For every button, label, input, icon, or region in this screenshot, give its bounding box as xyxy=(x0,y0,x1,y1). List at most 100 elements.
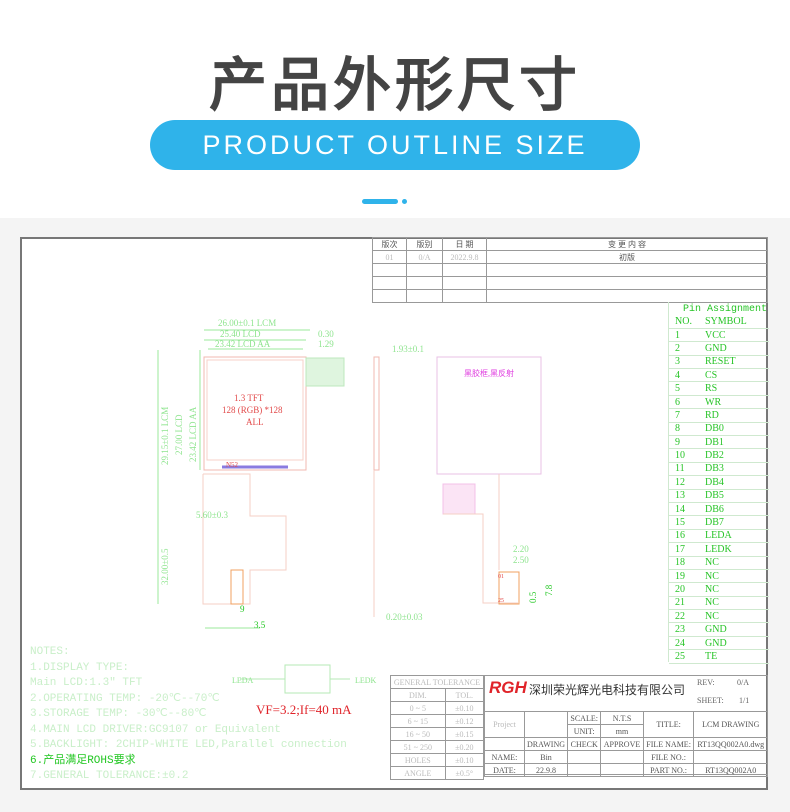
subtitle-banner: PRODUCT OUTLINE SIZE xyxy=(150,120,640,170)
pin-symbol: GND xyxy=(699,622,769,637)
pin-symbol: GND xyxy=(699,636,769,651)
pin-number: 17 xyxy=(669,542,699,557)
tol-cell: 16 ~ 50 xyxy=(390,727,446,741)
page-title: 产品外形尺寸 xyxy=(208,51,581,119)
unit-value: mm xyxy=(600,724,644,738)
pin-number: 2 xyxy=(669,341,699,356)
pin-number: 23 xyxy=(669,622,699,637)
scale-value: N.T.S xyxy=(600,711,644,725)
pin-number: 9 xyxy=(669,435,699,450)
pin-symbol: RD xyxy=(699,408,769,423)
dim-label: 26.00±0.1 LCM xyxy=(218,318,277,328)
rev-value: 0/A xyxy=(737,678,749,687)
tol-cell: ±0.10 xyxy=(444,701,485,715)
pin-header: SYMBOL xyxy=(699,315,769,329)
dim-label: 2.20 xyxy=(513,544,529,554)
pin-symbol: CS xyxy=(699,368,769,383)
pin-symbol: NC xyxy=(699,582,769,597)
pin-symbol: VCC xyxy=(699,328,769,343)
name-label: NAME: xyxy=(484,750,525,764)
check-label: CHECK xyxy=(567,737,602,751)
name-value: Bin xyxy=(523,750,569,764)
pin-symbol: RESET xyxy=(699,355,769,370)
pin-symbol: LEDA xyxy=(699,529,769,544)
note-line: NOTES: xyxy=(30,646,70,658)
divider xyxy=(362,199,398,204)
pin-title: Pin Assignment xyxy=(683,304,768,315)
project-label: Project xyxy=(484,711,525,738)
pin-number: 24 xyxy=(669,636,699,651)
back-chip xyxy=(442,483,476,515)
dim-label: 29.15±0.1 LCM xyxy=(160,406,170,465)
pin-number: 21 xyxy=(669,596,699,611)
leda-label: LEDA xyxy=(232,676,254,685)
pin-number: 14 xyxy=(669,502,699,517)
unit-label: UNIT: xyxy=(567,724,602,738)
sheet-value: 1/1 xyxy=(739,696,750,705)
note-line: 5.BACKLIGHT: 2CHIP-WHITE LED,Parallel co… xyxy=(30,739,347,751)
pin-number: 1 xyxy=(669,328,699,343)
dim-label: 27.00 LCD xyxy=(174,414,184,456)
back-label: 黑胶框,黑反射 xyxy=(464,369,514,378)
dim-label: 23.42 LCD AA xyxy=(188,406,198,462)
title-value: LCM DRAWING xyxy=(693,711,768,738)
front-label: 128 (RGB) *128 xyxy=(222,405,283,415)
note-line: 3.STORAGE TEMP: -30℃--80℃ xyxy=(30,708,207,720)
pin-number: 5 xyxy=(669,381,699,396)
tol-cell: ±0.5° xyxy=(444,766,485,780)
dim-label: 32.00±0.5 xyxy=(160,548,170,585)
dim-highlight xyxy=(305,357,345,387)
dim-label: 2.50 xyxy=(513,555,529,565)
part-no-label: PART NO.: xyxy=(642,763,695,777)
pin-symbol: NC xyxy=(699,569,769,584)
file-name-label: FILE NAME: xyxy=(642,737,695,751)
tol-header: DIM. xyxy=(390,688,446,702)
note-line: Main LCD:1.3" TFT xyxy=(30,677,143,689)
dim-label: 23.42 LCD AA xyxy=(215,339,271,349)
pin-number: 11 xyxy=(669,462,699,477)
led-spec: VF=3.2;If=40 mA xyxy=(256,702,352,717)
pin-symbol: LEDK xyxy=(699,542,769,557)
company-name: 深圳荣光辉光电科技有限公司 xyxy=(529,683,686,697)
pin-label: 25 xyxy=(498,598,504,604)
tol-cell: ±0.15 xyxy=(444,727,485,741)
note-line: 2.OPERATING TEMP: -20℃--70℃ xyxy=(30,692,220,705)
lcm-outline xyxy=(203,356,307,471)
drawing-label: DRAWING xyxy=(523,737,569,751)
tol-cell: ±0.20 xyxy=(444,740,485,754)
dim-label: 9 xyxy=(240,604,245,614)
scale-label: SCALE: xyxy=(567,711,602,725)
rev-label: REV: xyxy=(697,678,715,687)
pin-number: 25 xyxy=(669,649,699,664)
part-no: RT13QQ002A0 xyxy=(693,763,768,777)
tol-cell: HOLES xyxy=(390,753,446,767)
pin-symbol: GND xyxy=(699,341,769,356)
front-label: ALL xyxy=(246,417,264,427)
file-no-label: FILE NO.: xyxy=(642,750,695,764)
side-view xyxy=(373,356,380,471)
pin-symbol: NC xyxy=(699,556,769,570)
tol-cell: ANGLE xyxy=(390,766,446,780)
note-line: 6.产品满足ROHS要求 xyxy=(30,754,136,767)
front-label: 1.3 TFT xyxy=(234,393,264,403)
ledk-label: LEDK xyxy=(355,676,377,685)
